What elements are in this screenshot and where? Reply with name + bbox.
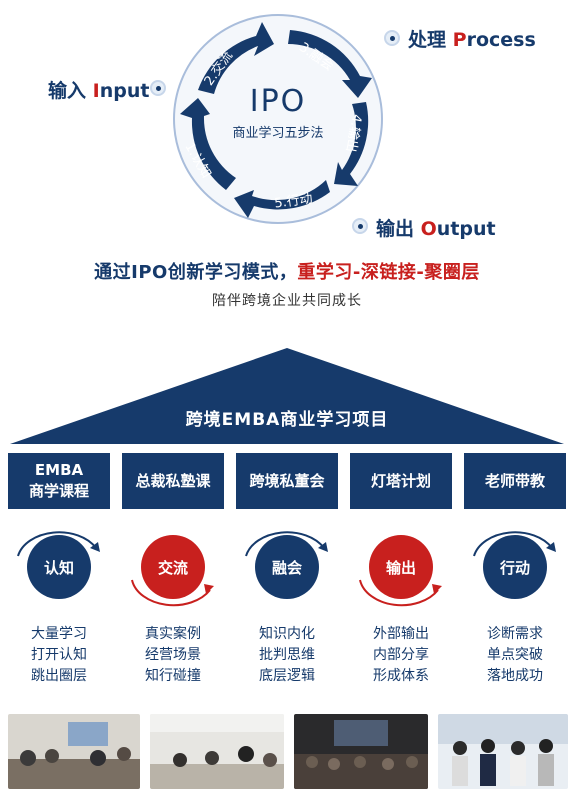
arc-top-icon — [473, 531, 556, 557]
list-item: 诊断需求 — [487, 626, 543, 642]
list-item: 形成体系 — [373, 668, 429, 684]
stage-list-action: 诊断需求 单点突破 落地成功 — [465, 624, 565, 687]
arc-bottom-icon — [131, 579, 214, 607]
stage-circle-integrate: 融会 — [255, 535, 319, 599]
arc-top-icon — [17, 531, 100, 557]
arrow-1 — [180, 98, 236, 190]
list-item: 内部分享 — [373, 647, 429, 663]
list-item: 落地成功 — [487, 668, 543, 684]
classroom-photo-1 — [8, 714, 140, 789]
headline: 通过IPO创新学习模式，重学习-深链接-聚圈层 — [94, 262, 480, 283]
pillar-ceo-course: 总裁私塾课 — [122, 453, 224, 509]
ipo-subtitle: 商业学习五步法 — [232, 126, 324, 141]
classroom-photo-4 — [438, 714, 568, 789]
stage-circle-cognition: 认知 — [27, 535, 91, 599]
subline: 陪伴跨境企业共同成长 — [212, 293, 362, 309]
list-item: 单点突破 — [487, 647, 543, 663]
stage-list-exchange: 真实案例 经营场景 知行碰撞 — [123, 624, 223, 687]
project-title: 跨境EMBA商业学习项目 — [185, 410, 389, 430]
ipo-title: IPO — [249, 84, 307, 119]
list-item: 大量学习 — [31, 626, 87, 642]
pillar-lighthouse: 灯塔计划 — [350, 453, 452, 509]
stage-list-cognition: 大量学习 打开认知 跳出圈层 — [9, 624, 109, 687]
list-item: 外部输出 — [373, 626, 429, 642]
arrow-4 — [334, 102, 369, 186]
list-item: 批判思维 — [259, 647, 315, 663]
classroom-photo-2 — [150, 714, 284, 789]
pillar-board: 跨境私董会 — [236, 453, 338, 509]
output-label: 输出 Output — [376, 218, 496, 240]
arc-top-icon — [245, 531, 328, 557]
arc-bottom-icon — [359, 579, 442, 607]
output-dot-icon — [352, 218, 368, 234]
arrow-5 — [234, 180, 330, 218]
arrow-2 — [198, 22, 274, 94]
process-label: 处理 Process — [408, 29, 536, 51]
stage-circle-output: 输出 — [369, 535, 433, 599]
pillar-mentor: 老师带教 — [464, 453, 566, 509]
roof-shape — [10, 348, 564, 444]
classroom-photo-3 — [294, 714, 428, 789]
list-item: 真实案例 — [145, 626, 201, 642]
stage-list-integrate: 知识内化 批判思维 底层逻辑 — [237, 624, 337, 687]
list-item: 底层逻辑 — [259, 668, 315, 684]
stage-circle-exchange: 交流 — [141, 535, 205, 599]
list-item: 经营场景 — [145, 647, 201, 663]
list-item: 跳出圈层 — [31, 668, 87, 684]
list-item: 打开认知 — [31, 647, 87, 663]
list-item: 知行碰撞 — [145, 668, 201, 684]
stage-list-output: 外部输出 内部分享 形成体系 — [351, 624, 451, 687]
stage-circle-action: 行动 — [483, 535, 547, 599]
input-label: 输入 Input — [48, 80, 150, 102]
list-item: 知识内化 — [259, 626, 315, 642]
input-dot-icon — [150, 80, 166, 96]
process-dot-icon — [384, 30, 400, 46]
arrow-3 — [288, 30, 372, 98]
ipo-cycle-diagram: IPO 商业学习五步法 2.交流 3.融会 4.输出 5.行动 1.认知 — [170, 6, 386, 232]
